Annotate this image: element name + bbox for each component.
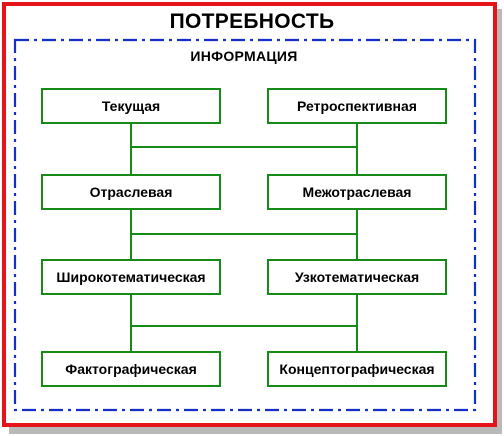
box-factographic: Фактографическая bbox=[41, 351, 221, 387]
information-frame bbox=[13, 38, 477, 412]
box-narrow-topic: Узкотематическая bbox=[267, 259, 447, 295]
diagram-subtitle: ИНФОРМАЦИЯ bbox=[190, 48, 298, 64]
box-intersectoral: Межотраслевая bbox=[267, 174, 447, 210]
box-conceptographic: Концептографическая bbox=[267, 351, 447, 387]
diagram-title: ПОТРЕБНОСТЬ bbox=[169, 10, 335, 33]
box-sectoral: Отраслевая bbox=[41, 174, 221, 210]
box-broad-topic: Широкотематическая bbox=[41, 259, 221, 295]
box-current: Текущая bbox=[41, 88, 221, 124]
box-retrospective: Ретроспективная bbox=[267, 88, 447, 124]
